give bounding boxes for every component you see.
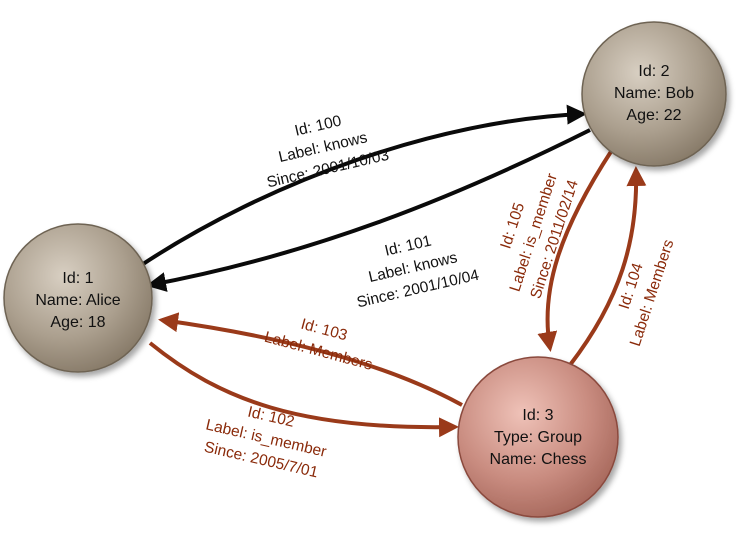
node-chess-circle (457, 356, 619, 518)
node-alice-name: Name: Alice (35, 292, 120, 309)
node-alice-age: Age: 18 (50, 314, 105, 331)
edge-101-label: Id: 101 Label: knows Since: 2001/10/04 (355, 233, 481, 312)
node-chess-id: Id: 3 (522, 407, 553, 424)
edge-102-label: Id: 102 Label: is_member Since: 2005/7/0… (202, 404, 327, 482)
node-chess: Id: 3 Type: Group Name: Chess (457, 356, 619, 518)
node-chess-name: Name: Chess (490, 451, 587, 468)
node-chess-type: Type: Group (494, 429, 582, 446)
node-alice-id: Id: 1 (62, 270, 93, 287)
node-bob-age: Age: 22 (626, 107, 681, 124)
edge-105-line (537, 148, 614, 352)
node-bob-circle (581, 21, 727, 167)
node-alice-circle (3, 223, 153, 373)
edge-102-line (148, 341, 459, 438)
edge-100-line (138, 104, 587, 268)
edge-100-label: Id: 100 Label: knows Since: 2001/10/03 (265, 112, 391, 191)
edge-104-line (568, 166, 647, 367)
node-bob: Id: 2 Name: Bob Age: 22 (581, 21, 727, 167)
node-bob-id: Id: 2 (638, 63, 669, 80)
node-bob-name: Name: Bob (614, 85, 694, 102)
edge-101-line (146, 128, 591, 292)
node-alice: Id: 1 Name: Alice Age: 18 (3, 223, 153, 373)
edge-103-line (158, 312, 463, 407)
edge-103-label: Id: 103 Label: Members (262, 316, 374, 374)
